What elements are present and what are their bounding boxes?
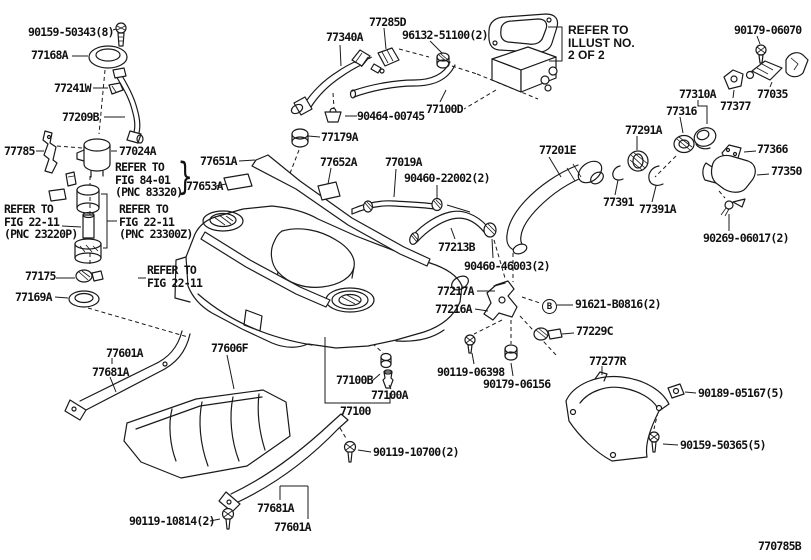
part-label-77100D: 77100D [426,102,464,116]
marker-b-circle: B [542,299,557,314]
part-label-77035: 77035 [757,87,788,101]
part-label-77785: 77785 [4,144,35,158]
part-label-77391A: 77391A [639,202,677,216]
note-refer-illust-2of2: REFER TO ILLUST NO. 2 OF 2 [568,23,635,62]
part-label-77310A: 77310A [679,87,717,101]
part-label-77241W: 77241W [54,81,92,95]
tank-protector-bands [200,154,431,308]
part-label-77391: 77391 [603,195,634,209]
note-refer-fig22-11-pnc23220p: REFER TO FIG 22-11 (PNC 23220P) [4,202,78,241]
part-label-77217A: 77217A [437,284,475,298]
part-label-77216A: 77216A [435,302,473,316]
part-label-90159-50343: 90159-50343(8) [28,25,115,39]
part-label-77377: 77377 [720,99,751,113]
part-label-77652A: 77652A [320,155,358,169]
part-label-77209B: 77209B [62,110,100,124]
part-label-96132-51100: 96132-51100(2) [402,28,489,42]
part-label-77175: 77175 [25,269,56,283]
note-refer-fig84-01: REFER TO FIG 84-01 (PNC 83320) [115,160,183,199]
part-label-77100A: 77100A [371,388,409,402]
part-label-77606F: 77606F [211,341,249,355]
pipe-support-bracket [380,280,563,389]
note-refer-fig22-11-pnc23300z: REFER TO FIG 22-11 (PNC 23300Z) [119,202,193,241]
part-label-90189-05167: 90189-05167(5) [698,386,785,400]
tank-bands-and-shields [64,330,685,530]
part-label-90179-06070: 90179-06070 [734,23,802,37]
breather-tube-assembly [223,47,456,201]
leader-lines [36,26,773,522]
fuel-hoses [351,197,497,245]
charcoal-canister [488,13,559,93]
part-label-77229C: 77229C [576,324,614,338]
filler-pipe-assembly [506,44,809,255]
part-label-77340A: 77340A [326,30,364,44]
part-label-90269-06017: 90269-06017(2) [703,231,790,245]
part-label-77291A: 77291A [625,123,663,137]
diagram-code: 770785B [758,539,802,553]
part-label-77201E: 77201E [539,143,577,157]
part-label-90179-06156: 90179-06156 [483,377,551,391]
part-label-77277R: 77277R [589,354,627,368]
part-label-77681A-upper: 77681A [92,365,130,379]
part-label-77681A-lower: 77681A [257,501,295,515]
grouping-brace: } [178,155,193,199]
part-label-90119-06398: 90119-06398 [437,365,505,379]
part-label-77168A: 77168A [31,48,69,62]
part-label-77316: 77316 [666,104,697,118]
part-label-77100: 77100 [340,404,371,418]
part-label-77179A: 77179A [321,130,359,144]
part-label-77651A: 77651A [200,154,238,168]
part-label-90464-00745: 90464-00745 [357,109,425,123]
part-label-90460-22002: 90460-22002(2) [404,171,491,185]
part-label-90159-50365: 90159-50365(5) [680,438,767,452]
part-label-77100B: 77100B [336,373,374,387]
part-label-77019A: 77019A [385,155,423,169]
fuel-pump-assembly [42,22,144,308]
part-label-77366: 77366 [757,142,788,156]
note-refer-fig22-11: REFER TO FIG 22-11 [147,263,203,290]
part-label-77653A: 77653A [186,179,224,193]
part-label-77350: 77350 [771,164,802,178]
part-label-77169A: 77169A [15,290,53,304]
part-label-91621-B0816: 91621-B0816(2) [575,297,662,311]
part-label-77213B: 77213B [438,240,476,254]
part-label-77601A-upper: 77601A [106,346,144,360]
part-label-90119-10700: 90119-10700(2) [373,445,460,459]
marker-b-text: B [546,301,553,312]
part-label-77024A: 77024A [119,144,157,158]
part-label-77601A-lower: 77601A [274,520,312,534]
part-label-90119-10814: 90119-10814(2) [129,514,216,528]
part-label-77285D: 77285D [369,15,407,29]
part-label-90460-46003: 90460-46003(2) [464,259,551,273]
fuel-tank-body [174,205,469,349]
